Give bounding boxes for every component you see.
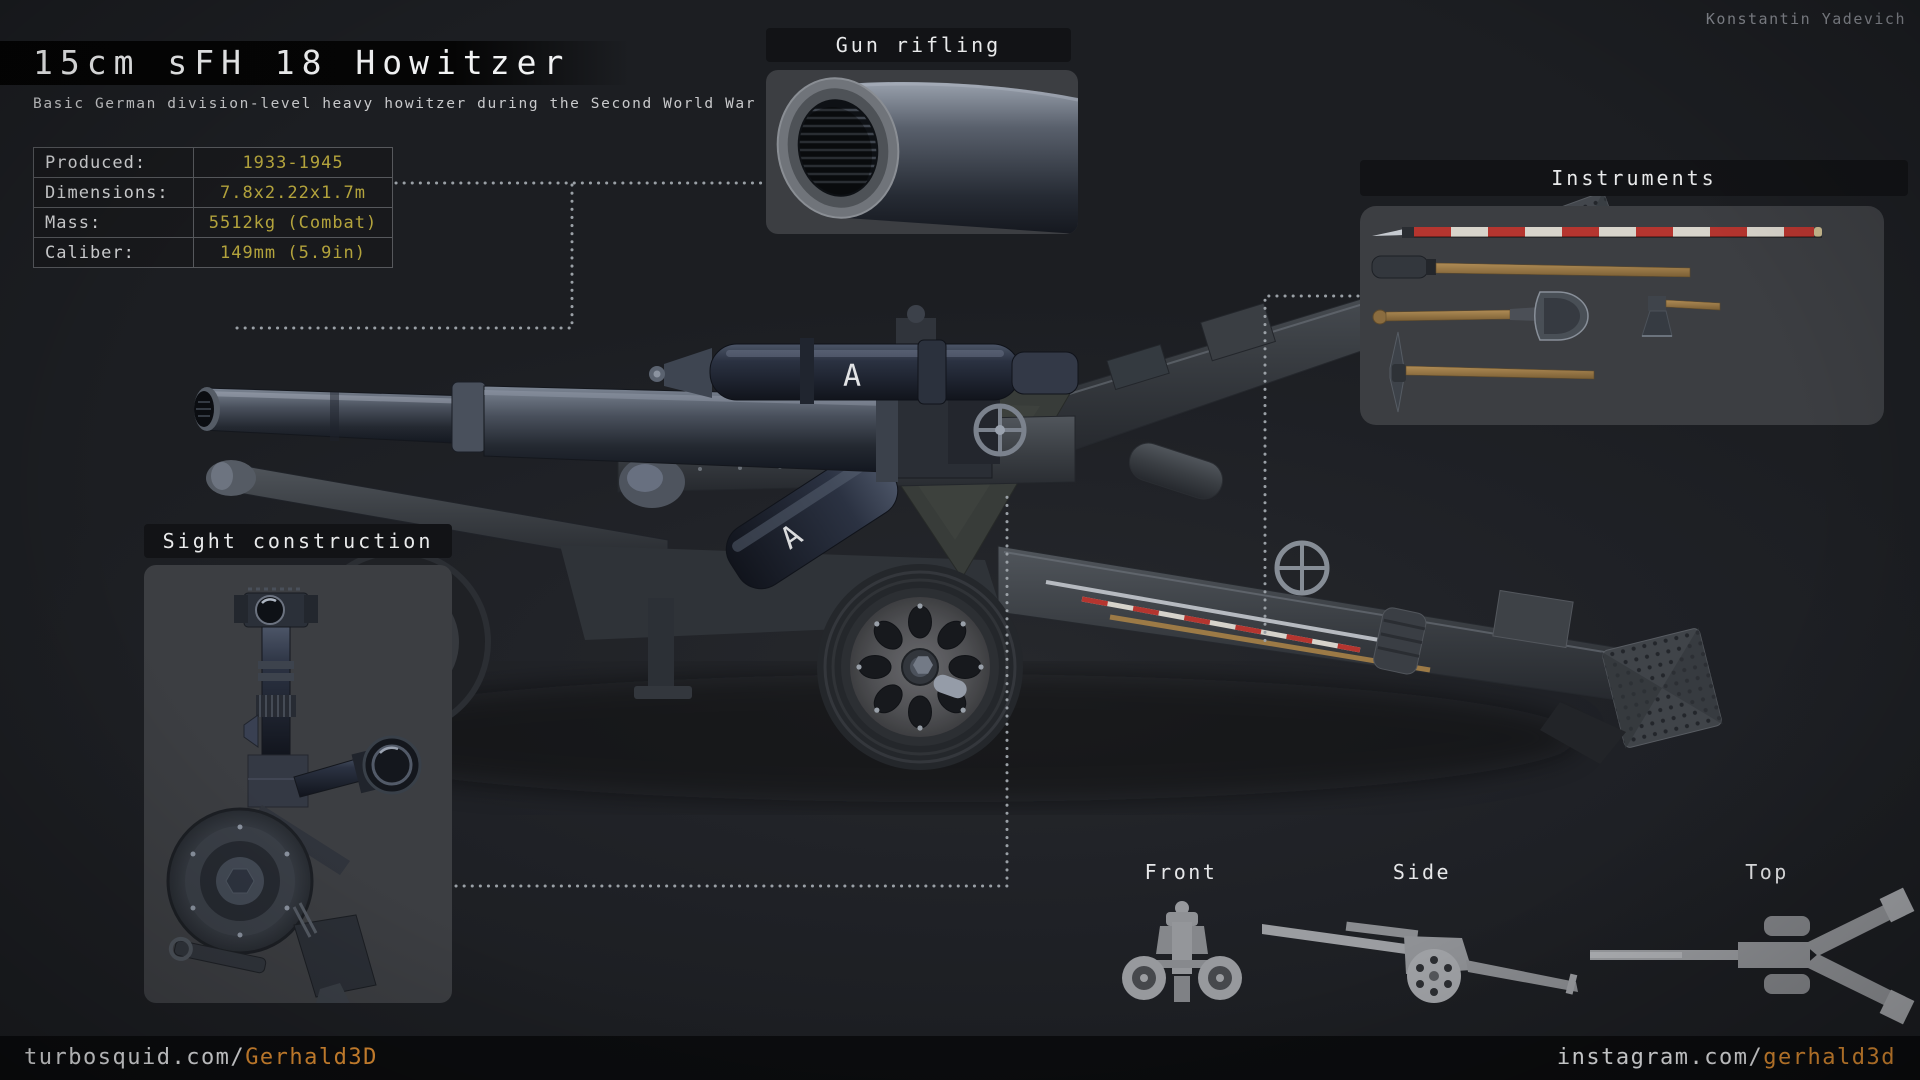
turbosquid-site: turbosquid.com/	[24, 1045, 246, 1070]
spec-value: 1933-1945	[193, 147, 393, 178]
gun-rifling-panel	[766, 70, 1078, 234]
instruments-panel	[1360, 206, 1884, 425]
canister	[1373, 607, 1427, 675]
gun-rifling-header: Gun rifling	[766, 28, 1071, 62]
spec-label: Produced:	[33, 147, 194, 178]
artist-credit: Konstantin Yadevich	[1705, 10, 1906, 28]
table-row: Mass: 5512kg (Combat)	[33, 207, 393, 238]
page-subtitle: Basic German division-level heavy howitz…	[33, 96, 757, 112]
title-bar: 15cm sFH 18 Howitzer	[0, 41, 630, 85]
spec-value: 7.8x2.22x1.7m	[193, 177, 393, 208]
connector-instruments	[1263, 294, 1360, 650]
turbosquid-handle: Gerhald3D	[245, 1045, 378, 1070]
connector-sight	[454, 495, 1009, 888]
turbosquid-link: turbosquid.com/Gerhald3D	[24, 1036, 378, 1080]
main-wheel	[817, 564, 1023, 770]
footer-bar: turbosquid.com/Gerhald3D instagram.com/g…	[0, 1036, 1920, 1080]
spec-label: Mass:	[33, 207, 194, 238]
ranging-pole-icon	[1372, 227, 1822, 238]
lower-spade	[1601, 627, 1723, 749]
instagram-handle: gerhald3d	[1763, 1045, 1896, 1070]
top-view-thumbnail	[1590, 887, 1915, 1025]
lower-trail	[997, 442, 1723, 764]
gun-rifling-image	[776, 77, 1078, 234]
front-view-thumbnail	[1122, 901, 1242, 1002]
sight-drum	[166, 807, 314, 955]
spec-value: 149mm (5.9in)	[193, 237, 393, 268]
shovel-icon	[1372, 291, 1589, 341]
sight-title: Sight construction	[162, 529, 434, 553]
cleaning-rod	[1045, 580, 1386, 643]
instruments-header: Instruments	[1360, 160, 1908, 196]
sight-eyepiece	[293, 735, 422, 798]
view-label-front: Front	[1144, 860, 1218, 884]
instagram-site: instagram.com/	[1556, 1045, 1764, 1070]
sight-image	[166, 587, 422, 1003]
table-row: Produced: 1933-1945	[33, 147, 393, 178]
barrel	[194, 381, 887, 473]
recuperator-marking: A	[843, 359, 861, 394]
recuperator: A	[649, 338, 1079, 405]
gun-rifling-title: Gun rifling	[835, 33, 1002, 57]
hatchet-icon	[1641, 296, 1721, 337]
page-title: 15cm sFH 18 Howitzer	[33, 43, 571, 82]
instruments-image	[1371, 227, 1822, 413]
sight-header: Sight construction	[144, 524, 452, 558]
spec-label: Caliber:	[33, 237, 194, 268]
connector-muzzle	[234, 183, 574, 330]
spec-table: Produced: 1933-1945 Dimensions: 7.8x2.22…	[33, 147, 393, 268]
table-row: Dimensions: 7.8x2.22x1.7m	[33, 177, 393, 208]
view-label-side: Side	[1392, 860, 1452, 884]
pickaxe-icon	[1389, 331, 1595, 413]
sight-panel	[144, 565, 452, 1003]
view-label-top: Top	[1745, 860, 1789, 884]
aiming-pole-stowed	[1081, 596, 1361, 653]
spec-value: 5512kg (Combat)	[193, 207, 393, 238]
rammer-icon	[1371, 255, 1691, 279]
spec-label: Dimensions:	[33, 177, 194, 208]
side-view-thumbnail	[1262, 921, 1578, 1003]
instruments-title: Instruments	[1551, 166, 1717, 190]
table-row: Caliber: 149mm (5.9in)	[33, 237, 393, 268]
instagram-link: instagram.com/gerhald3d	[1557, 1036, 1896, 1080]
